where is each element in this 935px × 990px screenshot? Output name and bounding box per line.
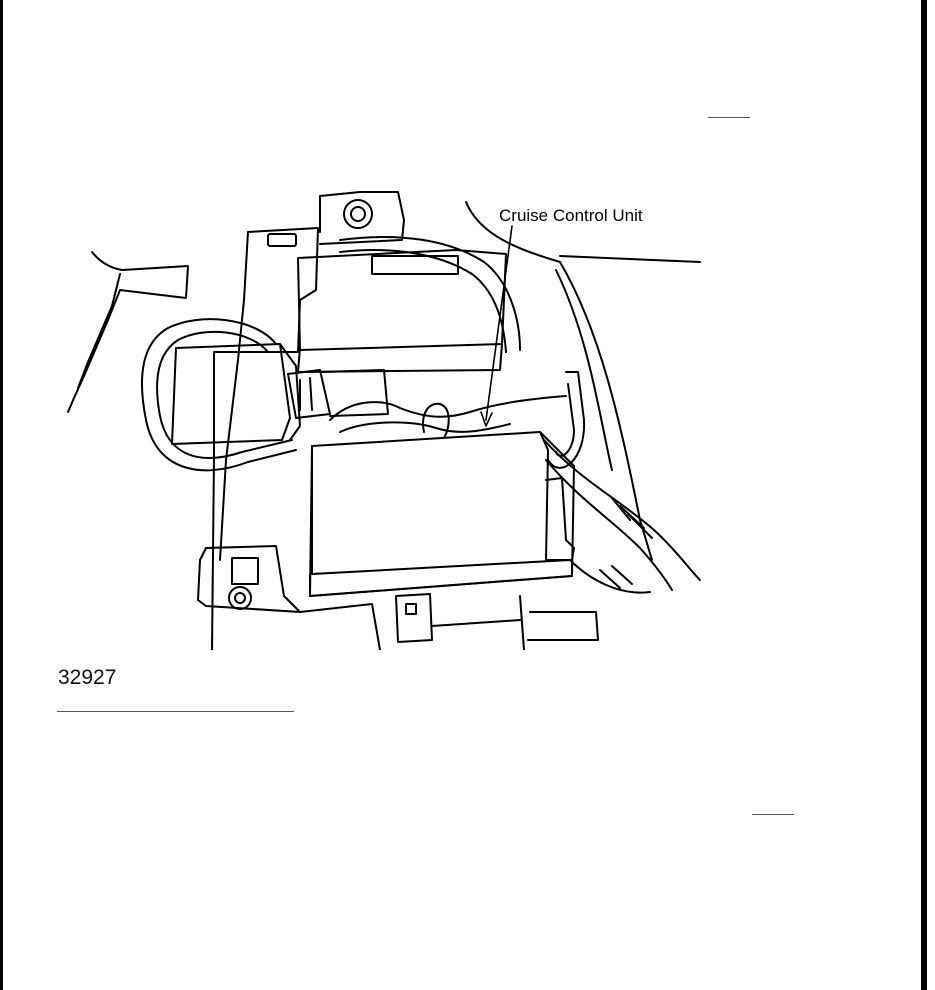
lower-bracket-slot: [231, 557, 259, 585]
wire-bundle-mid: [329, 395, 567, 421]
figure-number: 32927: [58, 666, 117, 689]
callout-leader-line: [485, 225, 513, 421]
cruise-control-unit-body: [309, 431, 575, 597]
separator-rule-middle: [57, 711, 294, 712]
cruise-control-unit-face: [311, 445, 571, 575]
top-bolt-outer: [343, 199, 373, 229]
lower-bracket: [205, 545, 381, 650]
lower-bolt-inner: [234, 592, 246, 604]
trim-panel-edge-inner: [77, 273, 121, 389]
upper-module: [297, 249, 507, 351]
upper-module-connector: [371, 255, 459, 275]
wire-loop-small: [422, 402, 450, 439]
callout-label-cruise-control-unit: Cruise Control Unit: [499, 206, 643, 225]
body-line-right: [559, 255, 701, 263]
page-border-right: [921, 0, 927, 990]
connector-plug: [287, 369, 331, 419]
body-arc: [465, 201, 653, 561]
harness-top-inner: [339, 249, 507, 353]
mounting-bracket-edge: [219, 231, 249, 561]
harness-top: [339, 235, 521, 351]
upper-module-base: [297, 343, 503, 373]
body-arc-2: [555, 269, 613, 471]
page-border-left: [0, 0, 3, 990]
lower-right-cable-2: [545, 459, 673, 591]
lower-bolt-outer: [228, 586, 252, 610]
connector-plug-ribs: [299, 377, 313, 411]
lower-right-cable-3: [569, 559, 651, 594]
right-harness: [547, 371, 586, 469]
connector-plug-body: [319, 369, 389, 417]
right-clip: [545, 477, 575, 561]
lower-right-cable-hatch: [599, 497, 653, 589]
top-bolt-tab: [319, 191, 405, 245]
cruise-control-unit-illustration: [67, 191, 701, 650]
left-relay-block: [171, 343, 291, 445]
looped-cable-outer: [141, 318, 297, 472]
looped-cable-inner: [156, 330, 293, 459]
left-relay-block-edge: [279, 343, 301, 441]
cruise-control-unit-bottom: [309, 559, 573, 597]
bottom-tab-detail: [405, 603, 417, 615]
separator-rule-bottom: [752, 814, 794, 815]
top-bolt-inner: [350, 206, 366, 222]
lower-right-cable: [543, 439, 701, 581]
wire-bundle-mid-2: [339, 421, 511, 433]
separator-rule-top: [708, 117, 750, 118]
callout-arrowhead: [480, 411, 493, 427]
bottom-rail-2: [431, 619, 521, 627]
right-harness-2: [555, 383, 575, 457]
bottom-tab: [395, 593, 433, 643]
trim-panel-edge: [67, 251, 189, 413]
bottom-rail: [519, 595, 599, 650]
bracket-slot: [267, 233, 297, 247]
